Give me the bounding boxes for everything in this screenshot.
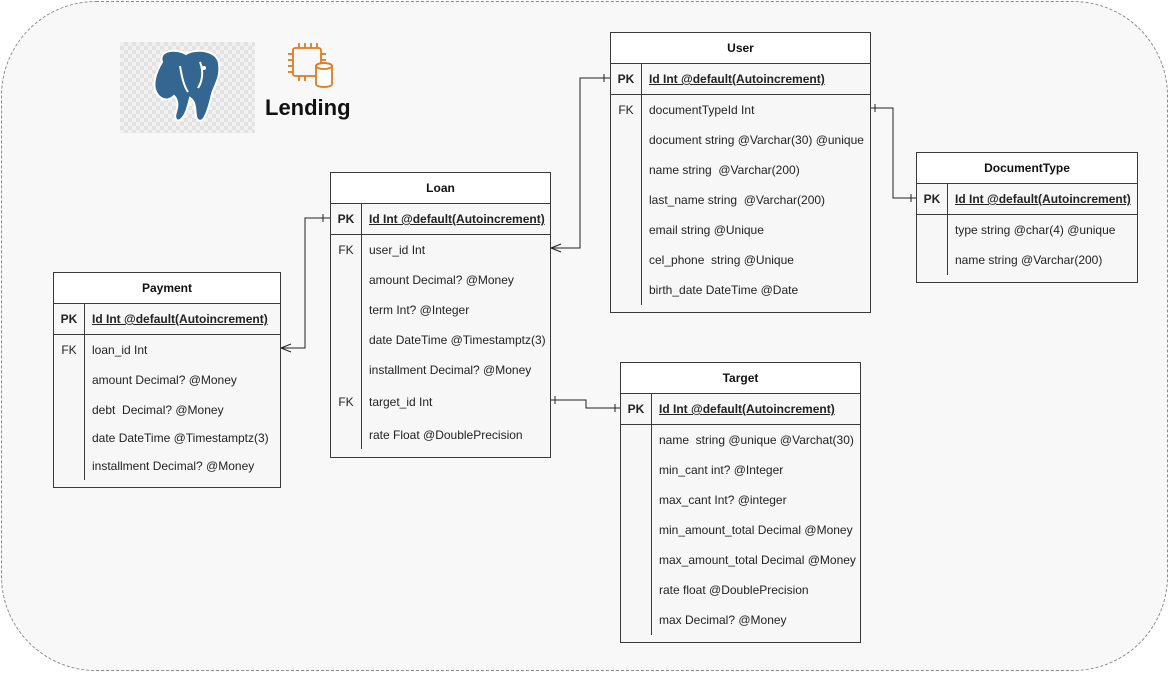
table-row: amount Decimal? @Money [331,265,550,295]
table-row: birth_date DateTime @Date [611,275,870,305]
field-label: document string @Varchar(30) @unique [649,133,864,147]
chip-database-icon [288,43,333,88]
table-row: installment Decimal? @Money [331,355,550,385]
field-label: type string @char(4) @unique [955,223,1116,237]
field-label: user_id Int [369,243,426,257]
field-label: max_cant Int? @integer [659,493,787,507]
table-row: rate float @DoublePrecision [621,575,860,605]
field-label: min_amount_total Decimal @Money [659,523,853,537]
field-label: Id Int @default(Autoincrement) [659,402,835,416]
table-row: document string @Varchar(30) @unique [611,125,870,155]
table-documenttype[interactable]: DocumentType PK Id Int @default(Autoincr… [916,152,1138,283]
table-row: term Int? @Integer [331,295,550,325]
field-label: name string @unique @Varchat(30) [659,433,854,447]
table-row: max_cant Int? @integer [621,485,860,515]
table-row: cel_phone string @Unique [611,245,870,275]
key-label: FK [618,103,634,117]
field-label: name string @Varchar(200) [649,163,800,177]
field-label: loan_id Int [92,343,148,357]
key-label: FK [61,343,77,357]
field-label: max Decimal? @Money [659,613,787,627]
table-row: min_cant int? @Integer [621,455,860,485]
key-label: FK [338,395,354,409]
table-row: date DateTime @Timestamptz(3) [331,325,550,355]
table-target[interactable]: Target PK Id Int @default(Autoincrement)… [620,362,861,643]
pk-row: PK Id Int @default(Autoincrement) [54,304,280,335]
table-row: email string @Unique [611,215,870,245]
link-user-documenttype [871,107,917,199]
key-label: PK [617,72,635,86]
table-title: Target [621,363,860,394]
table-payment[interactable]: Payment PK Id Int @default(Autoincrement… [53,272,281,488]
table-row: FK loan_id Int [54,335,280,365]
field-label: debt Decimal? @Money [92,403,224,417]
field-label: last_name string @Varchar(200) [649,193,826,207]
field-label: Id Int @default(Autoincrement) [955,192,1131,206]
table-row: rate Float @DoublePrecision [331,419,550,451]
table-row: name string @unique @Varchat(30) [621,425,860,455]
field-label: amount Decimal? @Money [92,373,237,387]
table-row: max Decimal? @Money [621,605,860,635]
field-label: name string @Varchar(200) [955,253,1103,267]
postgresql-elephant-icon [153,49,221,122]
table-row: FK user_id Int [331,235,550,265]
table-row: debt Decimal? @Money [54,395,280,425]
table-row: amount Decimal? @Money [54,365,280,395]
field-label: date DateTime @Timestamptz(3) [92,431,269,445]
field-label: max_amount_total Decimal @Money [659,553,856,567]
postgresql-logo [120,42,255,133]
field-label: amount Decimal? @Money [369,273,514,287]
diagram-title: Lending [265,95,351,120]
table-row: installment Decimal? @Money [54,451,280,481]
link-loan-target [551,399,621,409]
table-title: DocumentType [917,153,1137,184]
key-label: PK [60,312,78,326]
field-label: rate Float @DoublePrecision [369,428,523,442]
table-title: User [611,33,870,64]
field-label: Id Int @default(Autoincrement) [92,312,268,326]
field-label: date DateTime @Timestamptz(3) [369,333,546,347]
field-label: Id Int @default(Autoincrement) [649,72,825,86]
table-row: type string @char(4) @unique [917,215,1137,245]
field-label: rate float @DoublePrecision [659,583,809,597]
table-title: Payment [54,273,280,304]
table-row: name string @Varchar(200) [917,245,1137,275]
field-label: birth_date DateTime @Date [649,283,799,297]
field-label: email string @Unique [649,223,764,237]
field-label: Id Int @default(Autoincrement) [369,212,545,226]
pk-row: PK Id Int @default(Autoincrement) [331,204,550,235]
field-label: documentTypeId Int [649,103,755,117]
key-label: PK [627,402,645,416]
table-row: last_name string @Varchar(200) [611,185,870,215]
table-row: name string @Varchar(200) [611,155,870,185]
key-label: PK [923,192,941,206]
table-user[interactable]: User PK Id Int @default(Autoincrement) F… [610,32,871,313]
link-loan-user [551,77,611,249]
link-payment-loan [281,217,331,349]
field-label: target_id Int [369,395,433,409]
key-label: FK [338,243,354,257]
field-label: installment Decimal? @Money [92,459,255,473]
table-title: Loan [331,173,550,204]
field-label: cel_phone string @Unique [649,253,794,267]
pk-row: PK Id Int @default(Autoincrement) [917,184,1137,215]
table-row: date DateTime @Timestamptz(3) [54,425,280,451]
field-label: term Int? @Integer [369,303,470,317]
table-loan[interactable]: Loan PK Id Int @default(Autoincrement) F… [330,172,551,458]
key-label: PK [337,212,355,226]
table-row: max_amount_total Decimal @Money [621,545,860,575]
table-row: FK target_id Int [331,385,550,419]
table-row: min_amount_total Decimal @Money [621,515,860,545]
pk-row: PK Id Int @default(Autoincrement) [621,394,860,425]
field-label: min_cant int? @Integer [659,463,784,477]
field-label: installment Decimal? @Money [369,363,532,377]
pk-row: PK Id Int @default(Autoincrement) [611,64,870,95]
table-row: FK documentTypeId Int [611,95,870,125]
